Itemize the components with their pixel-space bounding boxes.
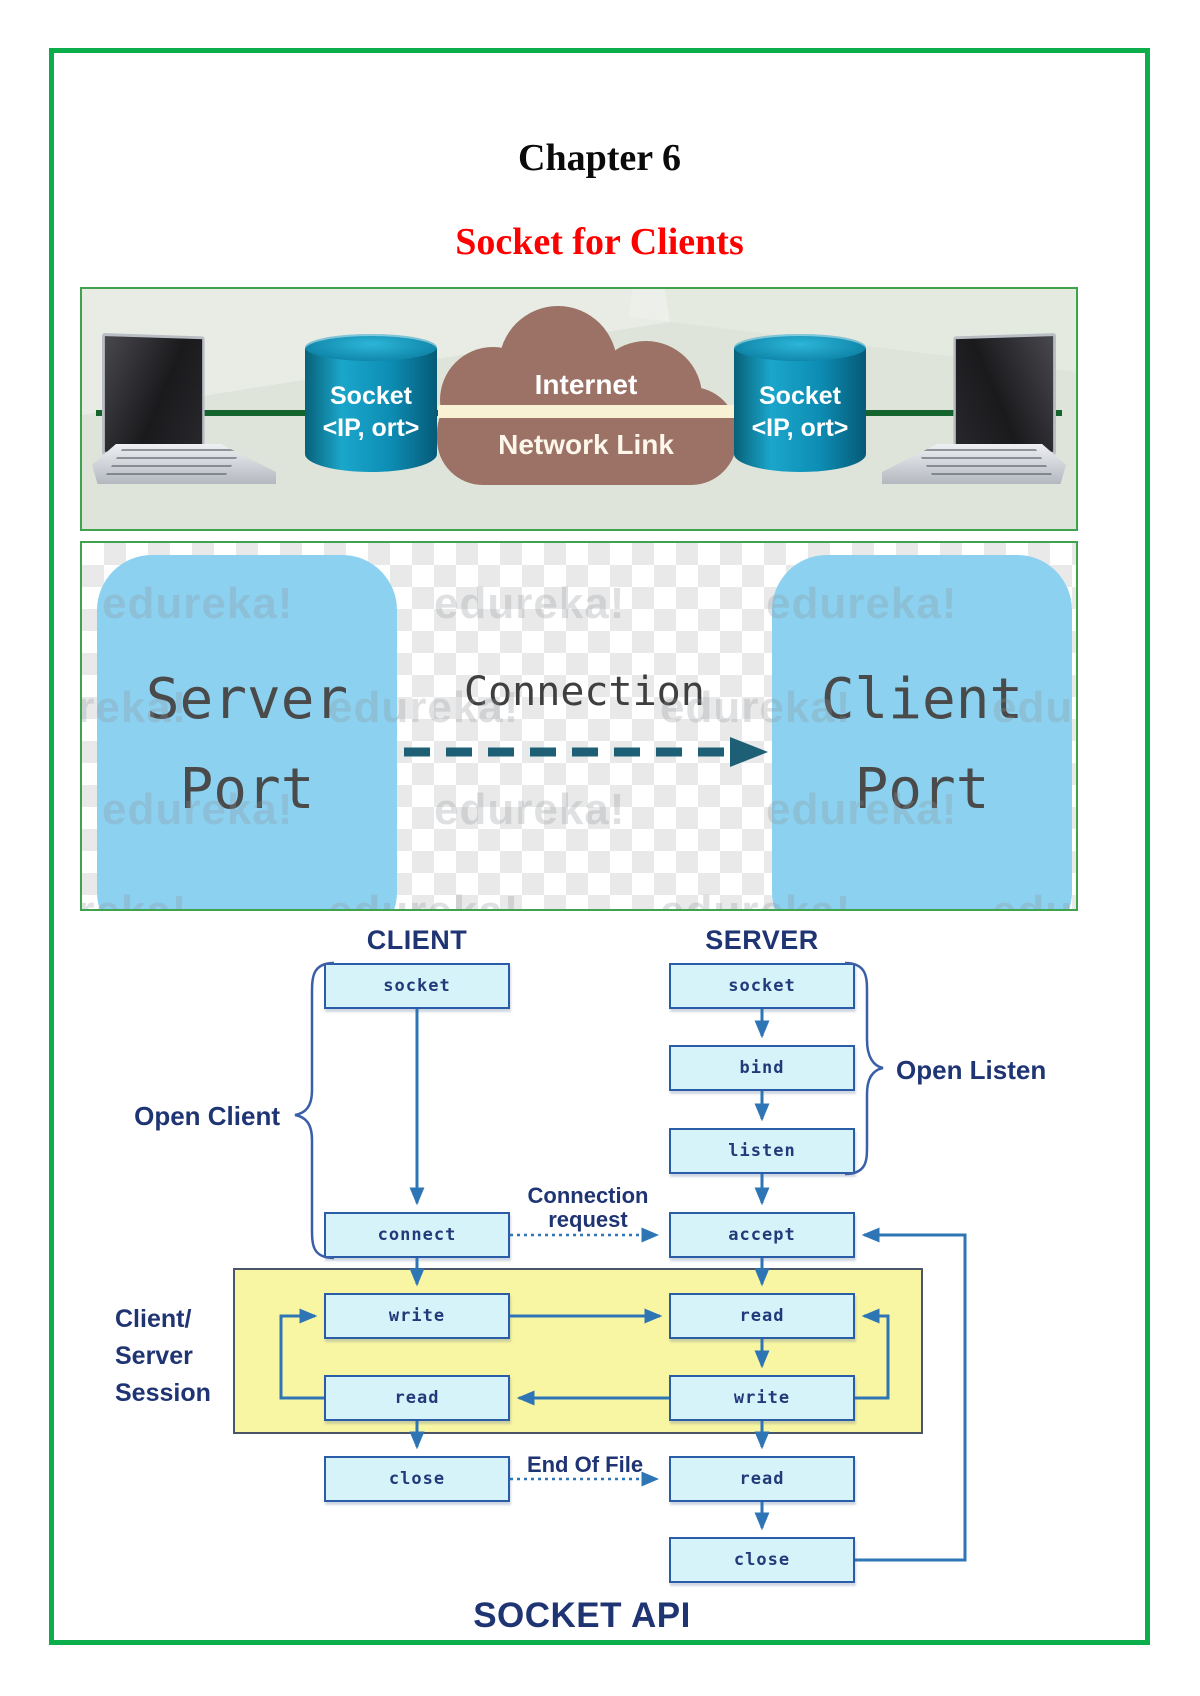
- node-client-close: close: [324, 1456, 510, 1502]
- connection-dashed-arrow: [404, 737, 768, 767]
- figure-network-sockets: Internet Network Link Socket <IP, ort> S…: [80, 287, 1078, 531]
- socket-label: Socket: [759, 382, 841, 410]
- socket-ip-port-label: <IP, ort>: [322, 414, 420, 442]
- node-server-close: close: [669, 1537, 855, 1583]
- left-laptop: [92, 333, 278, 485]
- right-socket-cylinder: Socket <IP, ort>: [734, 334, 866, 472]
- end-of-file-label: End Of File: [526, 1452, 644, 1477]
- node-client-write: write: [324, 1293, 510, 1339]
- node-client-connect: connect: [324, 1212, 510, 1258]
- open-listen-label: Open Listen: [896, 1055, 1047, 1085]
- server-port-box: [97, 555, 397, 909]
- socket-api-title: SOCKET API: [473, 1596, 691, 1635]
- cloud-band: [438, 405, 734, 418]
- connection-request-label: Connection request: [527, 1183, 649, 1232]
- node-server-read-eof: read: [669, 1456, 855, 1502]
- client-port-box: [772, 555, 1072, 909]
- node-server-bind: bind: [669, 1045, 855, 1091]
- page-border: [49, 48, 1150, 1645]
- page-subtitle: Socket for Clients: [455, 221, 744, 263]
- server-port-label: Server Port: [145, 667, 349, 822]
- socket-label: Socket: [330, 382, 412, 410]
- laptop-screen: [953, 333, 1056, 455]
- node-server-socket: socket: [669, 963, 855, 1009]
- client-port-label: Client Port: [820, 667, 1024, 822]
- laptop-keyboard: [92, 444, 276, 484]
- node-server-write: write: [669, 1375, 855, 1421]
- node-client-socket: socket: [324, 963, 510, 1009]
- client-column-heading: CLIENT: [366, 925, 468, 955]
- chapter-title: Chapter 6: [518, 137, 681, 179]
- node-server-listen: listen: [669, 1128, 855, 1174]
- left-socket-cylinder: Socket <IP, ort>: [305, 334, 437, 472]
- connection-label: Connection: [464, 669, 705, 715]
- open-client-label: Open Client: [134, 1101, 280, 1131]
- internet-label: Internet: [534, 369, 638, 400]
- laptop-screen: [102, 333, 205, 455]
- server-column-heading: SERVER: [705, 925, 819, 955]
- node-client-read: read: [324, 1375, 510, 1421]
- network-link-label: Network Link: [498, 429, 674, 460]
- right-laptop: [880, 333, 1066, 485]
- node-server-accept: accept: [669, 1212, 855, 1258]
- node-server-read: read: [669, 1293, 855, 1339]
- figure-ports-connection: Server Port Client Port Connection edure…: [80, 541, 1078, 911]
- socket-ip-port-label: <IP, ort>: [751, 414, 849, 442]
- laptop-keyboard: [882, 444, 1066, 484]
- client-server-session-label: Client/ Server Session: [115, 1305, 211, 1407]
